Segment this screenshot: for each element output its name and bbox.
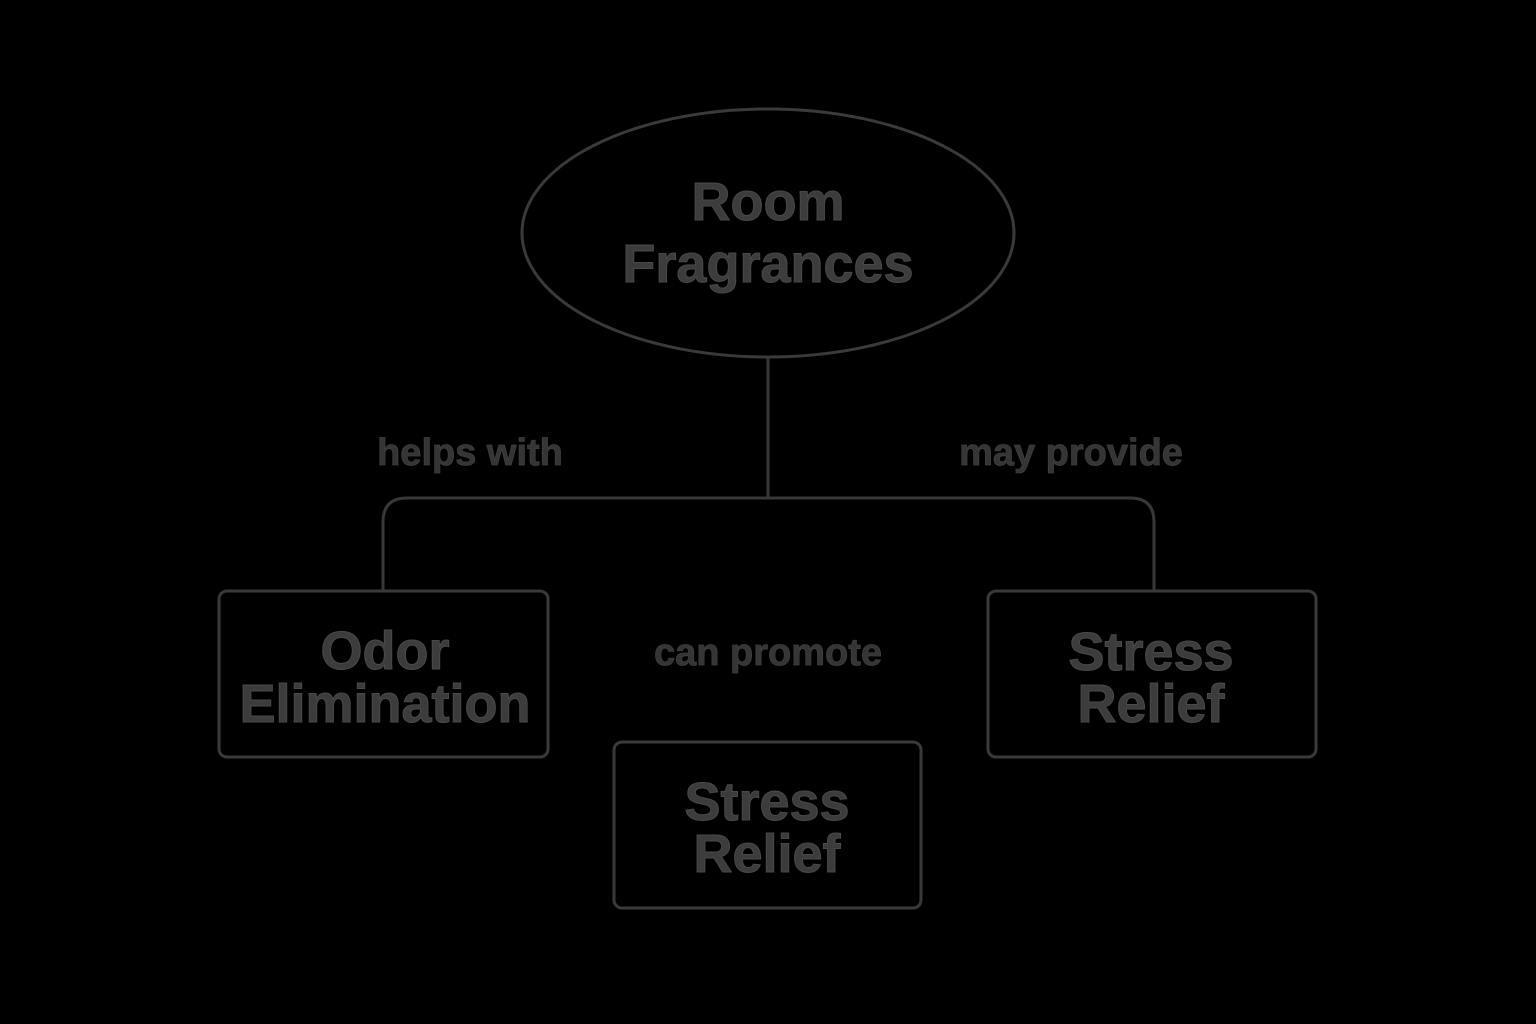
node-stress-right-line1: Stress: [1068, 622, 1233, 682]
edge-label-may-provide: may provide: [959, 432, 1183, 474]
node-odor-line1: Odor: [321, 621, 450, 681]
node-odor-elimination: Odor Elimination: [217, 589, 550, 759]
node-odor-box: [217, 589, 550, 759]
node-stress-relief-right: Stress Relief: [986, 589, 1318, 759]
root-label-line1: Room: [692, 172, 845, 232]
node-odor-line2: Elimination: [239, 674, 530, 734]
edge-label-can-promote: can promote: [654, 632, 882, 674]
edge-label-helps-with: helps with: [377, 432, 563, 474]
root-label-line2: Fragrances: [622, 234, 913, 294]
node-stress-relief-center: Stress Relief: [612, 740, 923, 910]
node-stress-center-box: [612, 740, 923, 910]
node-stress-right-line2: Relief: [1077, 674, 1225, 734]
node-stress-right-box: [986, 589, 1318, 759]
node-stress-center-line2: Relief: [693, 824, 841, 884]
root-ellipse: [520, 107, 1016, 359]
node-stress-center-line1: Stress: [684, 772, 849, 832]
root-node: Room Fragrances: [520, 107, 1016, 359]
branch-connector: [381, 496, 1156, 590]
